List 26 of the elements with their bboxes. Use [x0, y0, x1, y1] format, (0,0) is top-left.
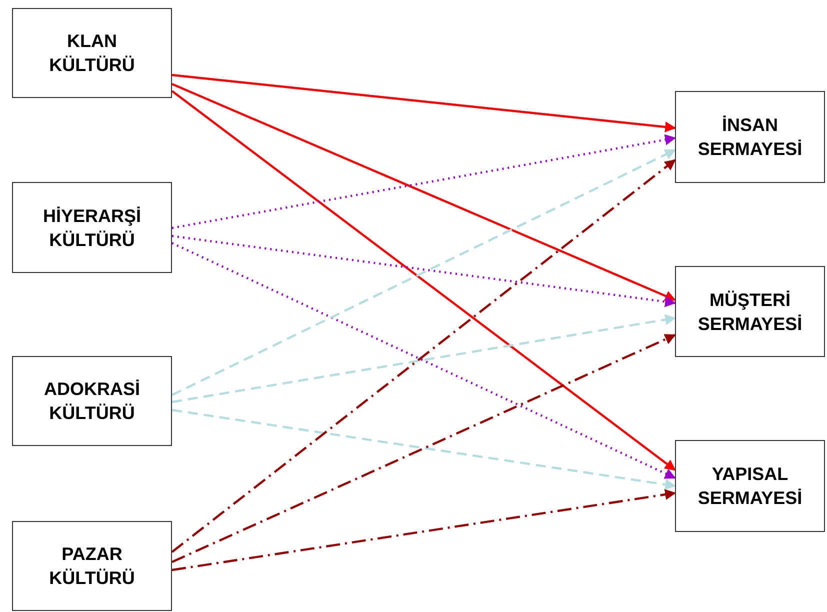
- arrow: [171, 90, 676, 471]
- text-box: [12, 182, 172, 273]
- text-box: [12, 521, 172, 611]
- arrow: [172, 234, 676, 308]
- box-label: İNSAN SERMAYESİ: [696, 114, 804, 161]
- arrow: [172, 74, 676, 132]
- text-box: [12, 356, 172, 446]
- box-label: MÜŞTERİ SERMAYESİ: [696, 288, 804, 336]
- text-box: [675, 266, 825, 357]
- arrow: [172, 314, 676, 404]
- arrow: [172, 82, 676, 302]
- arrow: [172, 489, 676, 572]
- text-box: [675, 440, 825, 532]
- text-box: [675, 91, 825, 183]
- arrow: [172, 149, 676, 396]
- box-label: YAPISAL SERMAYESİ: [696, 463, 804, 510]
- arrow: [172, 134, 676, 230]
- box-label: PAZAR KÜLTÜRÜ: [48, 543, 136, 590]
- arrow: [171, 159, 676, 553]
- text-box: [12, 8, 172, 98]
- arrow: [172, 242, 676, 479]
- box-label: KLAN KÜLTÜRÜ: [48, 30, 136, 77]
- box-label: ADOKRASİ KÜLTÜRÜ: [42, 378, 141, 425]
- arrow: [172, 334, 676, 563]
- arrow: [172, 408, 676, 490]
- box-label: HİYERARŞİ KÜLTÜRÜ: [42, 204, 142, 252]
